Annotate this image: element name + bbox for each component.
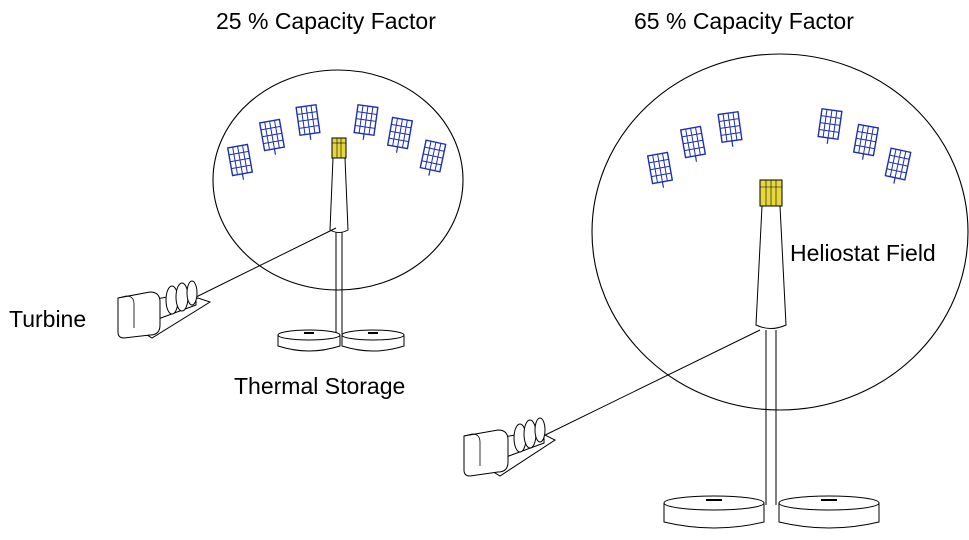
left-heliostat-field-boundary	[212, 69, 464, 291]
right-heliostat-field-boundary	[591, 53, 969, 411]
right-tower	[755, 179, 787, 505]
heliostat-icon	[385, 116, 413, 156]
left-plant-title: 25 % Capacity Factor	[216, 8, 436, 34]
heliostat-field-label: Heliostat Field	[790, 240, 936, 266]
heliostat-icon	[851, 123, 879, 163]
heliostat-icon	[883, 147, 912, 187]
heliostat-icon	[259, 118, 287, 158]
left-thermal-storage-tanks	[277, 329, 405, 352]
heliostat-icon	[352, 104, 379, 142]
heliostat-icon	[295, 104, 322, 142]
heliostat-icon	[680, 125, 708, 165]
right-plant	[463, 53, 969, 529]
left-plant	[117, 69, 464, 352]
heliostat-icon	[816, 108, 843, 146]
right-thermal-storage-tanks	[663, 495, 880, 529]
heliostat-icon	[227, 143, 255, 183]
right-turbine-icon	[463, 417, 557, 477]
turbine-label: Turbine	[9, 306, 87, 332]
heliostat-icon	[647, 151, 675, 191]
thermal-storage-label: Thermal Storage	[234, 373, 406, 399]
left-turbine-icon	[117, 280, 212, 339]
left-tower	[329, 137, 349, 338]
right-plant-title: 65 % Capacity Factor	[634, 8, 854, 34]
heliostat-icon	[418, 139, 447, 179]
heliostat-icon	[717, 111, 744, 149]
left-receiver	[331, 137, 347, 159]
right-heliostats	[647, 108, 912, 191]
